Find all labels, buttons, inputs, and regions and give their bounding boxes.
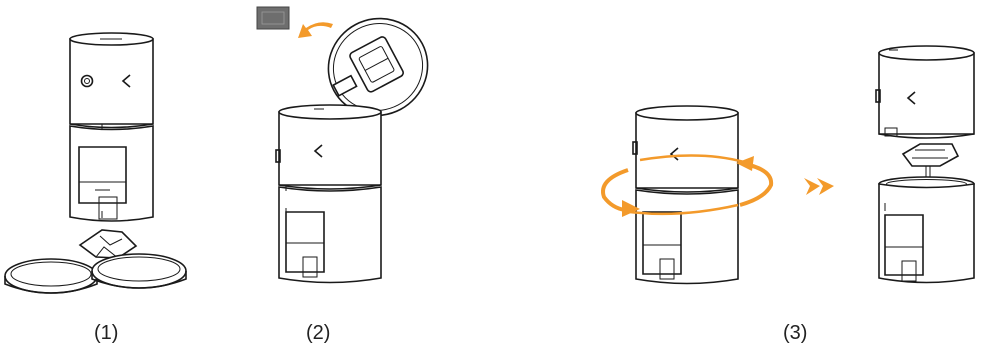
step2-feeder-illustration [257,1,445,282]
next-step-arrow-icon [804,178,834,195]
step3-separated-illustration [876,46,974,283]
step-label-2: (2) [306,322,330,345]
lift-lid-arrow-icon [298,22,333,38]
step-label-3: (3) [783,322,807,345]
step-label-1: (1) [94,322,118,345]
step1-feeder-illustration [5,33,186,293]
device-badge-icon [257,7,289,29]
step3-rotate-illustration [603,106,771,284]
